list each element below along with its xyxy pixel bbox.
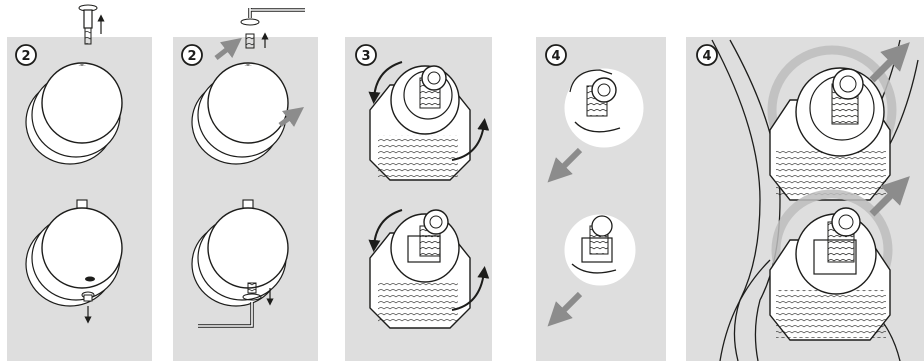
cartridge-icon [564, 214, 636, 286]
svg-text:·=·: ·=· [78, 63, 86, 69]
step-number: 3 [361, 49, 370, 64]
cartridge-icon [770, 194, 890, 340]
panel-1: 2 ·=· [7, 5, 152, 361]
step-number: 2 [21, 49, 30, 64]
step-badge: 2 [182, 45, 202, 65]
step-number: 4 [702, 49, 711, 64]
cartridge-icon [564, 68, 644, 148]
step-number: 2 [187, 49, 196, 64]
panel-2: 2 ·=· [173, 8, 318, 361]
panel-4: 4 [536, 37, 666, 361]
step-badge: 3 [356, 45, 376, 65]
step-badge: 4 [546, 45, 566, 65]
cartridge-icon [770, 50, 892, 200]
step-badge: 2 [16, 45, 36, 65]
panel-5: 4 [686, 37, 924, 361]
panel-3: 3 [345, 37, 492, 361]
step-badge: 4 [697, 45, 717, 65]
svg-text:·=·: ·=· [244, 63, 252, 69]
step-number: 4 [551, 49, 560, 64]
